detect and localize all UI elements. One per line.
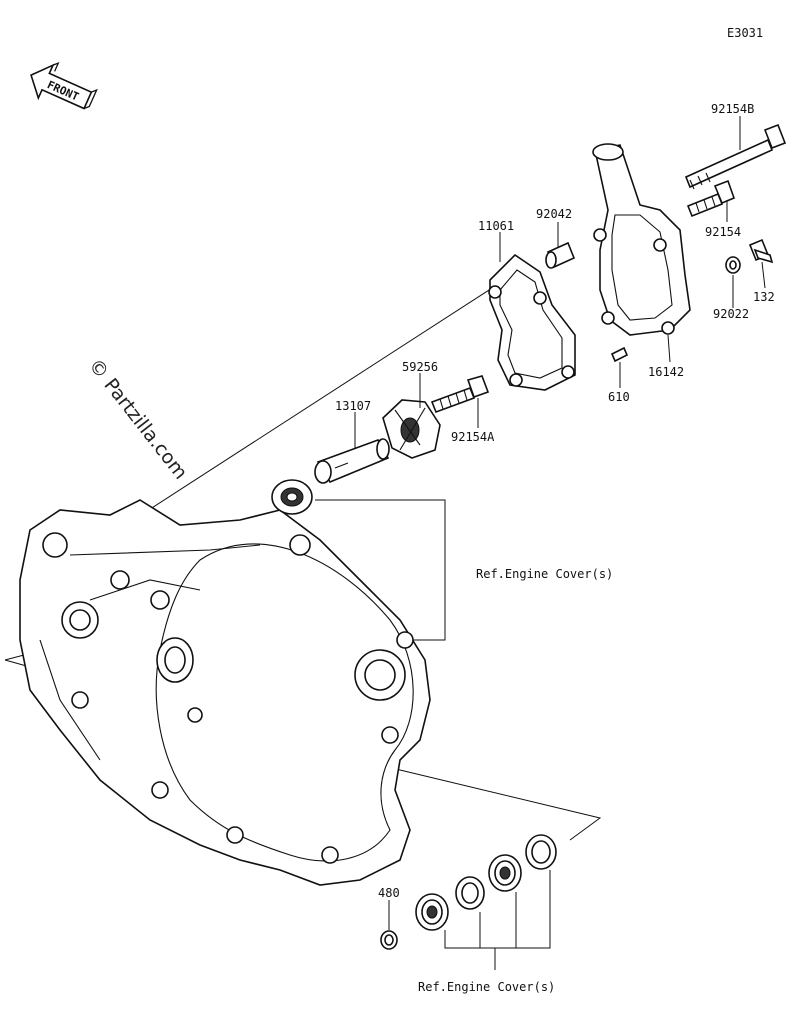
bolt-92154b bbox=[684, 123, 787, 190]
collar bbox=[455, 876, 485, 910]
part-label-11061: 11061 bbox=[478, 219, 514, 233]
front-arrow-icon: FRONT bbox=[30, 61, 98, 110]
leader-gasket bbox=[109, 269, 521, 536]
bracket-ref-2 bbox=[444, 870, 551, 970]
part-label-132: 132 bbox=[753, 290, 775, 304]
bearing-2 bbox=[488, 854, 522, 892]
part-label-92154b: 92154B bbox=[711, 102, 754, 116]
engine-cover bbox=[19, 499, 431, 886]
part-label-610: 610 bbox=[608, 390, 630, 404]
ref-label-engine-cover-1: Ref.Engine Cover(s) bbox=[476, 567, 613, 581]
part-label-92022: 92022 bbox=[713, 307, 749, 321]
gasket bbox=[488, 253, 576, 391]
impeller bbox=[382, 399, 441, 459]
leader-132 bbox=[761, 261, 766, 289]
circlip bbox=[380, 930, 398, 950]
bolt-92154 bbox=[686, 179, 736, 218]
pump-shaft bbox=[314, 438, 390, 484]
part-label-92042: 92042 bbox=[536, 207, 572, 221]
diagram-code: E3031 bbox=[727, 26, 763, 40]
dowel-pin bbox=[545, 241, 576, 269]
bolt-132 bbox=[748, 238, 774, 264]
pin-610 bbox=[610, 346, 629, 363]
seal-lower bbox=[525, 834, 557, 870]
bolt-92154a bbox=[430, 375, 490, 414]
ref-label-engine-cover-2: Ref.Engine Cover(s) bbox=[418, 980, 555, 994]
seal-upper bbox=[271, 479, 313, 515]
part-label-92154: 92154 bbox=[705, 225, 741, 239]
leader-16142 bbox=[667, 334, 671, 363]
part-label-480: 480 bbox=[378, 886, 400, 900]
bearing-1 bbox=[415, 893, 449, 931]
part-label-59256: 59256 bbox=[402, 360, 438, 374]
part-label-92154a: 92154A bbox=[451, 430, 495, 444]
watermark: © Partzilla.com bbox=[84, 355, 192, 484]
pump-cover bbox=[592, 143, 691, 336]
part-label-16142: 16142 bbox=[648, 365, 684, 379]
washer bbox=[725, 256, 741, 274]
part-label-13107: 13107 bbox=[335, 399, 371, 413]
leader-ref-1 bbox=[315, 499, 446, 641]
